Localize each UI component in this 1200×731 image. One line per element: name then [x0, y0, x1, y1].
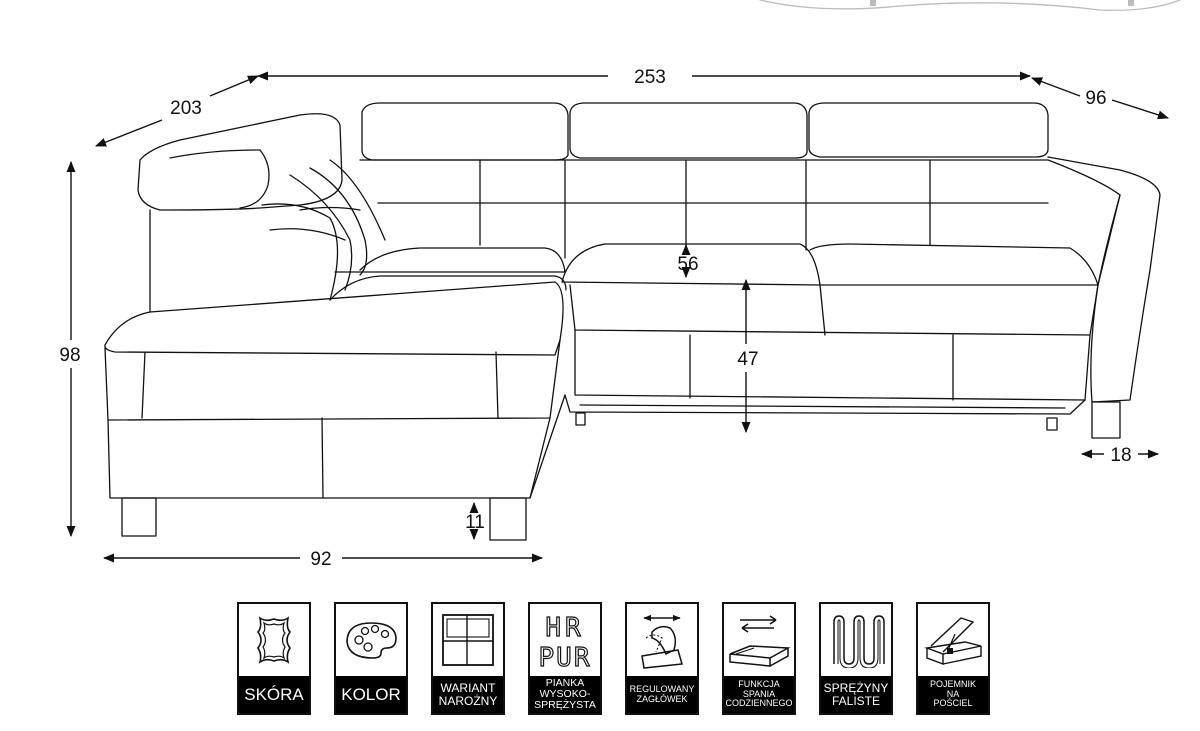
leather-hide-icon — [256, 616, 292, 664]
paint-palette-icon — [346, 622, 397, 659]
feature-label: PIANKA WYSOKO- SPRĘŻYSTA — [530, 676, 600, 713]
feature-wave-springs: SPRĘŻYNY FALISTE — [819, 602, 893, 715]
feature-sleeping-function: FUNKCJA SPANIA CODZIENNEGO — [722, 602, 796, 715]
feature-label: REGULOWANY ZAGŁÓWEK — [627, 676, 697, 713]
feature-label: KOLOR — [336, 676, 406, 713]
feature-label: WARIANT NAROŻNY — [433, 676, 503, 713]
corner-variant-icon — [442, 614, 494, 666]
feature-label: SKÓRA — [239, 676, 309, 713]
bedding-container-icon — [924, 617, 982, 666]
feature-adjustable-headrest: REGULOWANY ZAGŁÓWEK — [625, 602, 699, 715]
dimension-lines — [66, 71, 1170, 563]
dim-seat-height: 47 — [737, 349, 758, 370]
adjustable-headrest-icon — [641, 614, 683, 669]
feature-hr-foam: HR PUR PIANKA WYSOKO- SPRĘŻYSTA — [528, 602, 602, 715]
svg-text:PUR: PUR — [539, 643, 592, 672]
dim-depth-right: 96 — [1085, 88, 1106, 109]
dim-leg-height: 11 — [465, 512, 485, 533]
feature-color: KOLOR — [334, 602, 408, 715]
feature-leather: SKÓRA — [237, 602, 311, 715]
top-edge-remnant — [759, 0, 1181, 11]
feature-bedding-container: POJEMNIK NA POŚCIEL — [916, 602, 990, 715]
sleeping-function-icon — [729, 615, 791, 667]
features-legend: SKÓRA KOLOR WARIANT NAROŻNY — [237, 602, 990, 715]
dim-width-back: 253 — [634, 67, 666, 88]
feature-label: FUNKCJA SPANIA CODZIENNEGO — [724, 676, 794, 713]
feature-corner-variant: WARIANT NAROŻNY — [431, 602, 505, 715]
feature-label: SPRĘŻYNY FALISTE — [821, 676, 891, 713]
dim-depth-left: 203 — [170, 98, 202, 119]
hr-pur-foam-icon: HR PUR — [538, 612, 592, 672]
feature-label: POJEMNIK NA POŚCIEL — [918, 676, 988, 713]
dim-chaise-width: 92 — [310, 549, 331, 570]
dim-height: 98 — [59, 345, 80, 366]
sofa-dimension-diagram: 253 203 96 98 56 47 11 92 18 — [59, 0, 1181, 570]
sofa-outline — [104, 102, 1161, 541]
dim-arm-width: 18 — [1110, 445, 1131, 466]
dim-seat-depth-step: 56 — [677, 254, 698, 275]
svg-text:HR: HR — [545, 613, 584, 643]
wave-springs-icon — [833, 615, 885, 668]
